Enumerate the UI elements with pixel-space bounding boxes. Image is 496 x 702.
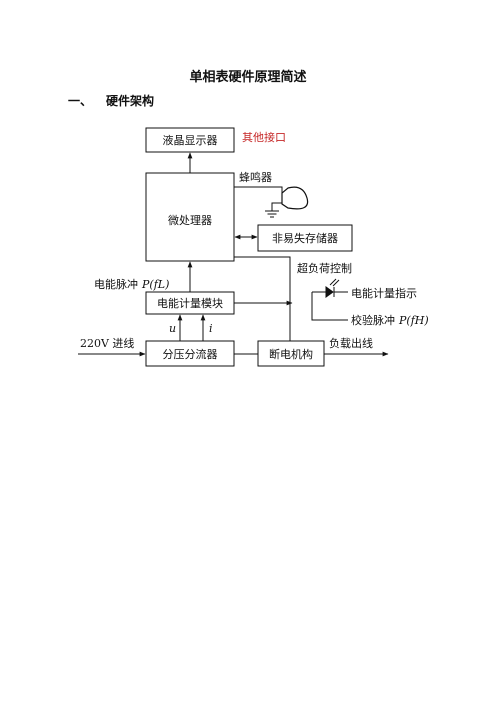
overload-control-label: 超负荷控制 [297, 261, 352, 275]
metering-indicator-label: 电能计量指示 [351, 286, 417, 300]
section-heading: 一、硬件架构 [68, 92, 154, 109]
i-label: i [209, 322, 213, 335]
energy-pulse-prefix: 电能脉冲 [94, 277, 138, 291]
indicator-wire [311, 292, 348, 321]
output-line-label: 负载出线 [329, 336, 373, 350]
buzzer-ground-wire [271, 202, 282, 211]
mcu-label: 微处理器 [168, 213, 212, 227]
section-number: 一、 [68, 94, 93, 108]
eeprom-box [257, 224, 353, 252]
input-line-label: 220V 进线 [80, 336, 134, 350]
metering-module-label: 电能计量模块 [157, 296, 223, 310]
verify-pulse-formula: P(fH) [398, 314, 429, 327]
energy-pulse-formula: P(fL) [141, 278, 169, 291]
u-label: u [169, 322, 176, 335]
eeprom-label: 非易失存储器 [272, 231, 338, 245]
breaker-label: 断电机构 [269, 347, 313, 361]
buzzer-icon [281, 186, 309, 210]
divider-label: 分压分流器 [163, 347, 218, 361]
buzzer-wire [234, 186, 283, 194]
lcd-label: 液晶显示器 [163, 133, 218, 147]
other-interface-label: 其他接口 [242, 131, 286, 144]
verify-pulse-prefix: 校验脉冲 [351, 313, 395, 327]
section-title: 硬件架构 [106, 94, 155, 108]
mcu-to-breaker-wire [234, 256, 291, 341]
led-indicator-icon [325, 278, 340, 298]
buzzer-label: 蜂鸣器 [239, 170, 272, 184]
page-title: 单相表硬件原理简述 [189, 70, 307, 85]
lcd-box [145, 127, 235, 153]
